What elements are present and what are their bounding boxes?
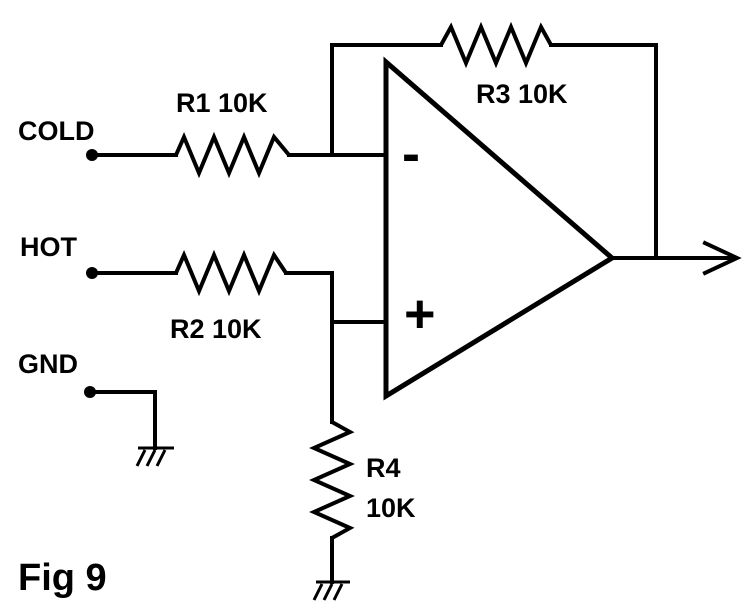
r4-name-label: R4 <box>366 453 401 483</box>
r3-resistor <box>439 21 553 69</box>
r4-ground-symbol <box>312 580 350 601</box>
gnd-wire <box>88 390 157 450</box>
opamp-noninverting-symbol: + <box>404 284 436 344</box>
hot-label: HOT <box>20 232 78 262</box>
r2-to-node-wire <box>284 271 334 324</box>
opamp-inverting-symbol: - <box>402 124 420 184</box>
r1-label: R1 10K <box>176 88 268 118</box>
figure-caption: Fig 9 <box>18 557 107 599</box>
r1-resistor <box>174 131 291 179</box>
r4-value-label: 10K <box>366 493 416 523</box>
r4-resistor <box>309 420 355 540</box>
gnd-label: GND <box>18 349 78 379</box>
feedback-right-wire <box>549 43 658 260</box>
opamp-triangle <box>383 56 617 401</box>
r3-label: R3 10K <box>476 79 568 109</box>
r2-label: R2 10K <box>170 314 262 344</box>
output-arrow <box>702 240 742 276</box>
cold-label: COLD <box>18 116 95 146</box>
r2-resistor <box>174 249 288 297</box>
feedback-left-wire <box>330 43 443 157</box>
gnd-ground-symbol <box>135 446 174 467</box>
